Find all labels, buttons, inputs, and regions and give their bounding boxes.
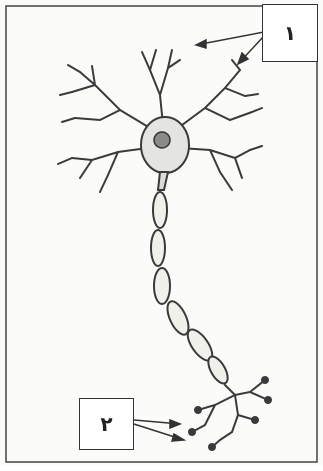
nucleus [154,132,170,148]
cell-body [141,117,189,173]
callout-2-text: ٢ [100,412,112,436]
callout-label-1: ١ [262,4,318,62]
callout-1-text: ١ [284,21,296,45]
callout-label-2: ٢ [79,398,134,450]
axon-terminals [189,377,271,450]
axon [151,172,232,386]
